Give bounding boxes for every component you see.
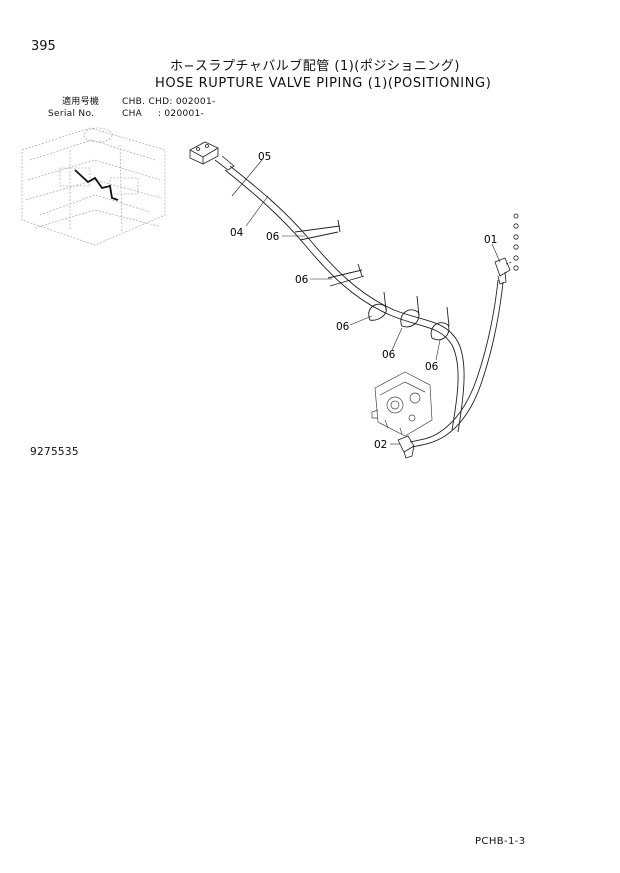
adapter-fitting-part xyxy=(397,435,415,459)
pump-valve-body-illustration xyxy=(371,371,433,437)
title-english: HOSE RUPTURE VALVE PIPING (1)(POSITIONIN… xyxy=(155,76,492,91)
callout-06-b: 06 xyxy=(295,274,309,286)
highlighted-hose-overview xyxy=(74,169,119,201)
hose-clamps xyxy=(294,219,450,341)
callout-02: 02 xyxy=(374,439,387,451)
callout-06-d: 06 xyxy=(382,349,396,361)
callout-06-e: 06 xyxy=(425,361,439,373)
rupture-valve-part xyxy=(494,213,519,285)
title-japanese: ホ−スラプチャバルブ配管 (1)(ポジショニング) xyxy=(170,59,460,74)
machine-overview-illustration xyxy=(21,127,166,246)
sheet-code: PCHB-1-3 xyxy=(475,836,526,847)
page-number: 395 xyxy=(31,39,56,54)
callout-leaders xyxy=(231,159,501,445)
callout-04: 04 xyxy=(230,227,244,239)
callout-05: 05 xyxy=(258,151,271,163)
callout-06-a: 06 xyxy=(266,231,280,243)
hose-end-fitting-block xyxy=(189,141,235,171)
serial-label: Serial No. xyxy=(48,109,95,119)
serial-value: CHA : 020001- xyxy=(122,109,205,119)
hose-assembly xyxy=(224,165,504,448)
drawing-number: 9275535 xyxy=(30,446,79,458)
callout-01: 01 xyxy=(484,234,497,246)
applicable-value: CHB. CHD: 002001- xyxy=(122,97,216,107)
applicable-label: 適用号機 xyxy=(62,97,100,107)
callout-06-c: 06 xyxy=(336,321,350,333)
